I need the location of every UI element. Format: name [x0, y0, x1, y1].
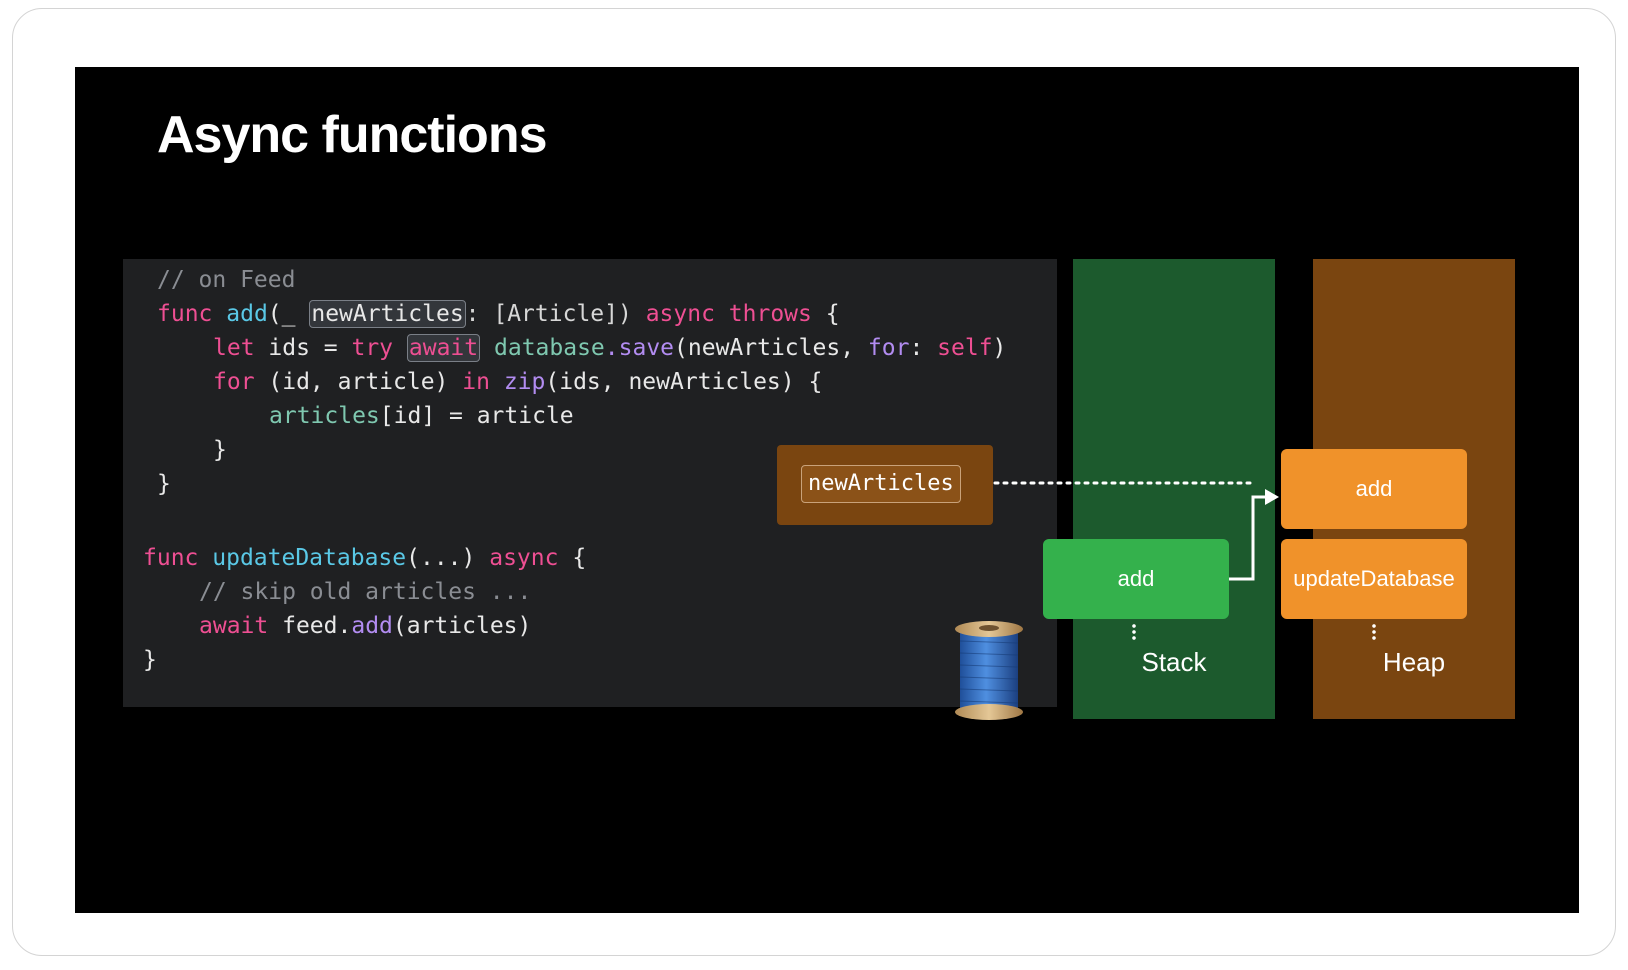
code-function-name: updateDatabase: [212, 545, 407, 571]
code-text: {: [811, 301, 840, 327]
code-line-10: await feed.add(articles): [199, 609, 531, 643]
code-property: articles: [269, 403, 380, 429]
code-label: for: [867, 335, 910, 361]
code-property: database: [494, 335, 605, 361]
code-keyword: for: [213, 369, 255, 395]
code-keyword: let: [213, 335, 255, 361]
code-text: ): [992, 335, 1007, 361]
heap-label: Heap: [1382, 647, 1446, 677]
code-line-3: let ids = try await database.save(newArt…: [213, 331, 1006, 365]
code-text: [id] = article: [379, 403, 574, 429]
code-line-7: }: [157, 467, 171, 501]
code-text: }: [143, 647, 157, 673]
code-line-9: // skip old articles ...: [199, 575, 531, 609]
code-text: (ids, newArticles) {: [545, 369, 823, 395]
code-text: (...): [406, 545, 490, 571]
code-line-5: articles[id] = article: [269, 399, 574, 433]
code-line-4: for (id, article) in zip(ids, newArticle…: [213, 365, 822, 399]
param-box: newArticles: [777, 445, 993, 525]
code-method: add: [351, 613, 393, 639]
code-line-8: func updateDatabase(...) async {: [143, 541, 586, 575]
code-keyword: async: [645, 301, 715, 327]
code-await-highlight: await: [406, 334, 481, 362]
code-keyword: in: [462, 369, 490, 395]
code-comment: // skip old articles ...: [199, 579, 532, 605]
code-param-highlight: newArticles: [309, 300, 466, 328]
code-text: feed.: [268, 613, 352, 639]
code-method: .save: [604, 335, 675, 361]
code-text: {: [558, 545, 587, 571]
heap-continuation-dots: [1372, 623, 1376, 641]
slide: Async functions // on Feed func add(_ ne…: [75, 67, 1579, 913]
stack-label: Stack: [1141, 647, 1207, 677]
code-text: }: [213, 437, 227, 463]
code-keyword: throws: [728, 301, 812, 327]
code-keyword: func: [157, 301, 213, 327]
heap-frame-add: add: [1281, 449, 1467, 529]
code-text: ids =: [254, 335, 352, 361]
code-text: (_: [267, 301, 310, 327]
code-text: (articles): [392, 613, 532, 639]
param-label: newArticles: [801, 465, 961, 503]
stack-column: [1073, 259, 1275, 719]
code-line-1: // on Feed: [157, 263, 295, 297]
code-comment: // on Feed: [157, 267, 296, 293]
screenshot-frame: Async functions // on Feed func add(_ ne…: [12, 8, 1616, 956]
code-text: }: [157, 471, 171, 497]
code-text: (newArticles,: [674, 335, 868, 361]
code-line-6: }: [213, 433, 227, 467]
code-keyword: await: [199, 613, 269, 639]
code-keyword: async: [489, 545, 559, 571]
code-text: : [Article]): [465, 301, 646, 327]
connector-overlay: [993, 481, 1279, 581]
code-line-11: }: [143, 643, 157, 677]
code-text: (id, article): [254, 369, 463, 395]
code-block: // on Feed func add(_ newArticles: [Arti…: [123, 259, 1006, 857]
stack-frame-add: add: [1043, 539, 1229, 619]
code-function-call: zip: [503, 369, 546, 395]
arrow-icon: [1265, 489, 1279, 505]
code-keyword: try: [351, 335, 394, 361]
code-function-name: add: [226, 301, 268, 327]
code-line-2: func add(_ newArticles: [Article]) async…: [157, 297, 840, 331]
slide-title: Async functions: [157, 106, 547, 164]
heap-frame-update-database: updateDatabase: [1281, 539, 1467, 619]
code-keyword: func: [143, 545, 199, 571]
code-keyword: self: [937, 335, 993, 361]
stack-continuation-dots: [1132, 623, 1136, 641]
code-text: :: [909, 335, 938, 361]
thread-spool-icon: [955, 621, 1023, 720]
stack-to-heap-connector: [1229, 495, 1267, 581]
